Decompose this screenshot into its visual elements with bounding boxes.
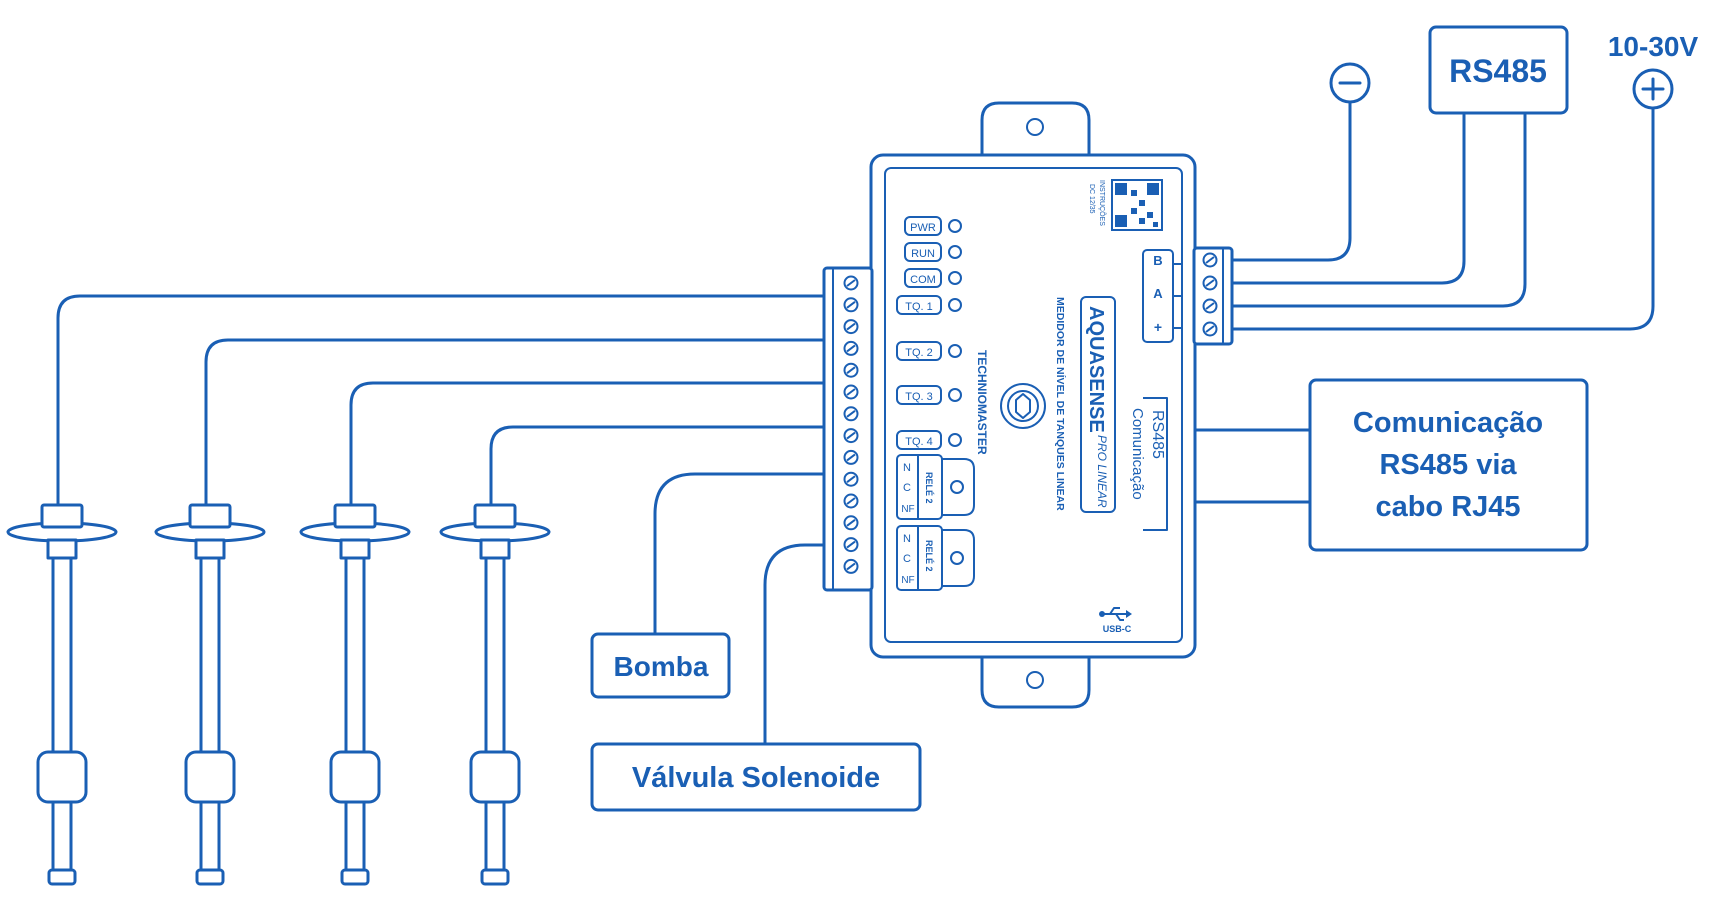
rs485-port-sub: Comunicação bbox=[1129, 408, 1146, 500]
rs485-box: RS485 bbox=[1428, 25, 1569, 115]
rj45-line-2: RS485 via bbox=[1379, 449, 1517, 481]
rs485-box-label: RS485 bbox=[1449, 53, 1547, 89]
svg-text:N: N bbox=[903, 533, 911, 545]
pump-box: Bomba bbox=[590, 632, 731, 699]
left-terminal-screw-slot bbox=[846, 540, 856, 549]
svg-text:PWR: PWR bbox=[910, 222, 936, 234]
subtitle-label: MEDIDOR DE NÍVEL DE TANQUES LINEAR bbox=[1054, 297, 1067, 511]
svg-text:COM: COM bbox=[910, 274, 936, 286]
left-terminal-screw-slot bbox=[846, 279, 856, 287]
relay-2: N C NF RELÉ 2 bbox=[896, 525, 975, 591]
terminal-label-b: B bbox=[1153, 253, 1162, 268]
rj45-line-1: Comunicação bbox=[1353, 407, 1543, 439]
svg-text:RUN: RUN bbox=[911, 248, 935, 260]
valve-label: Válvula Solenoide bbox=[632, 762, 880, 794]
wire-negative bbox=[1230, 100, 1352, 262]
left-terminal-screw-slot bbox=[846, 431, 856, 440]
float-sensor-1 bbox=[6, 503, 118, 886]
led-tq1: TQ. 1 bbox=[896, 295, 962, 315]
wire-sensor-1 bbox=[56, 294, 830, 507]
rj45-box: Comunicação RS485 via cabo RJ45 bbox=[1308, 378, 1589, 552]
left-terminal-screw-slot bbox=[846, 453, 856, 462]
wire-rs485-a bbox=[1230, 113, 1527, 308]
wire-valve bbox=[763, 543, 830, 746]
svg-text:N: N bbox=[903, 462, 911, 474]
left-terminal-screw-slot bbox=[846, 388, 856, 396]
float-sensor-3 bbox=[299, 503, 411, 886]
svg-text:TQ. 1: TQ. 1 bbox=[905, 301, 933, 313]
device: B A + PWR RUN COM TQ. 1 TQ. 2 bbox=[822, 101, 1234, 709]
valve-box: Válvula Solenoide bbox=[590, 742, 922, 812]
qr-text-2: DC 12/35 bbox=[1088, 184, 1095, 214]
rj45-line-3: cabo RJ45 bbox=[1375, 491, 1520, 523]
usb-icon bbox=[1099, 607, 1132, 621]
led-run: RUN bbox=[904, 242, 962, 262]
float-sensor-4 bbox=[439, 503, 551, 886]
left-terminal-screw-slot bbox=[846, 366, 856, 375]
right-terminal-screw-slot bbox=[1205, 256, 1215, 264]
left-terminal-screw-slot bbox=[846, 300, 856, 309]
relay-1: N C NF RELÉ 2 bbox=[896, 454, 975, 520]
wire-pump bbox=[653, 472, 830, 636]
led-pwr: PWR bbox=[904, 216, 962, 236]
left-terminal-screw-slot bbox=[846, 409, 856, 418]
right-terminal-screw-slot bbox=[1205, 325, 1215, 333]
left-terminal-screw-slot bbox=[846, 518, 856, 527]
svg-text:NF: NF bbox=[901, 575, 914, 586]
svg-text:TQ. 4: TQ. 4 bbox=[905, 436, 933, 448]
rs485-port-label: RS485 bbox=[1149, 410, 1166, 459]
terminal-label-plus: + bbox=[1154, 319, 1162, 335]
svg-text:C: C bbox=[903, 553, 911, 565]
usb-label: USB-C bbox=[1103, 624, 1132, 634]
rs485-port-bracket bbox=[1143, 397, 1168, 531]
left-terminal-screw-slot bbox=[846, 344, 856, 353]
qr-text-1: INSTRUÇÕES bbox=[1098, 180, 1107, 226]
led-tq4: TQ. 4 bbox=[896, 430, 962, 450]
brand-frame bbox=[1080, 296, 1116, 513]
svg-text:C: C bbox=[903, 482, 911, 494]
left-terminal-screw-slot bbox=[846, 322, 856, 331]
svg-text:RELÉ 2: RELÉ 2 bbox=[924, 540, 934, 572]
wire-sensor-4 bbox=[489, 425, 830, 507]
svg-text:RELÉ 2: RELÉ 2 bbox=[924, 472, 934, 504]
led-tq2: TQ. 2 bbox=[896, 341, 962, 361]
wire-sensor-2 bbox=[204, 338, 830, 507]
led-tq3: TQ. 3 bbox=[896, 385, 962, 405]
wire-sensor-3 bbox=[349, 381, 830, 507]
negative-terminal bbox=[1329, 62, 1371, 104]
left-terminal-screw-slot bbox=[846, 497, 856, 505]
left-terminal-screws bbox=[843, 275, 859, 574]
positive-terminal bbox=[1632, 68, 1674, 110]
right-terminal-screws bbox=[1202, 252, 1218, 337]
float-sensor-2 bbox=[154, 503, 266, 886]
left-terminal-screw-slot bbox=[846, 562, 856, 571]
svg-text:TQ. 2: TQ. 2 bbox=[905, 347, 933, 359]
pump-label: Bomba bbox=[614, 651, 709, 682]
voltage-label: 10-30V bbox=[1608, 31, 1699, 62]
right-terminal-screw-slot bbox=[1205, 279, 1215, 287]
maker-label: TECHNIOMASTER bbox=[975, 350, 989, 455]
wire-rs485-b bbox=[1230, 113, 1466, 285]
wire-positive bbox=[1230, 106, 1655, 331]
led-com: COM bbox=[904, 268, 962, 288]
svg-text:TQ. 3: TQ. 3 bbox=[905, 391, 933, 403]
brand-label: AQUASENSE bbox=[1085, 306, 1107, 433]
qr-code bbox=[1111, 179, 1163, 231]
model-label: PRO LINEAR bbox=[1095, 435, 1109, 508]
terminal-label-a: A bbox=[1153, 286, 1163, 301]
right-terminal-screw-slot bbox=[1205, 302, 1215, 310]
svg-text:NF: NF bbox=[901, 504, 914, 515]
techniomaster-logo bbox=[1000, 383, 1046, 429]
left-terminal-screw-slot bbox=[846, 475, 856, 484]
